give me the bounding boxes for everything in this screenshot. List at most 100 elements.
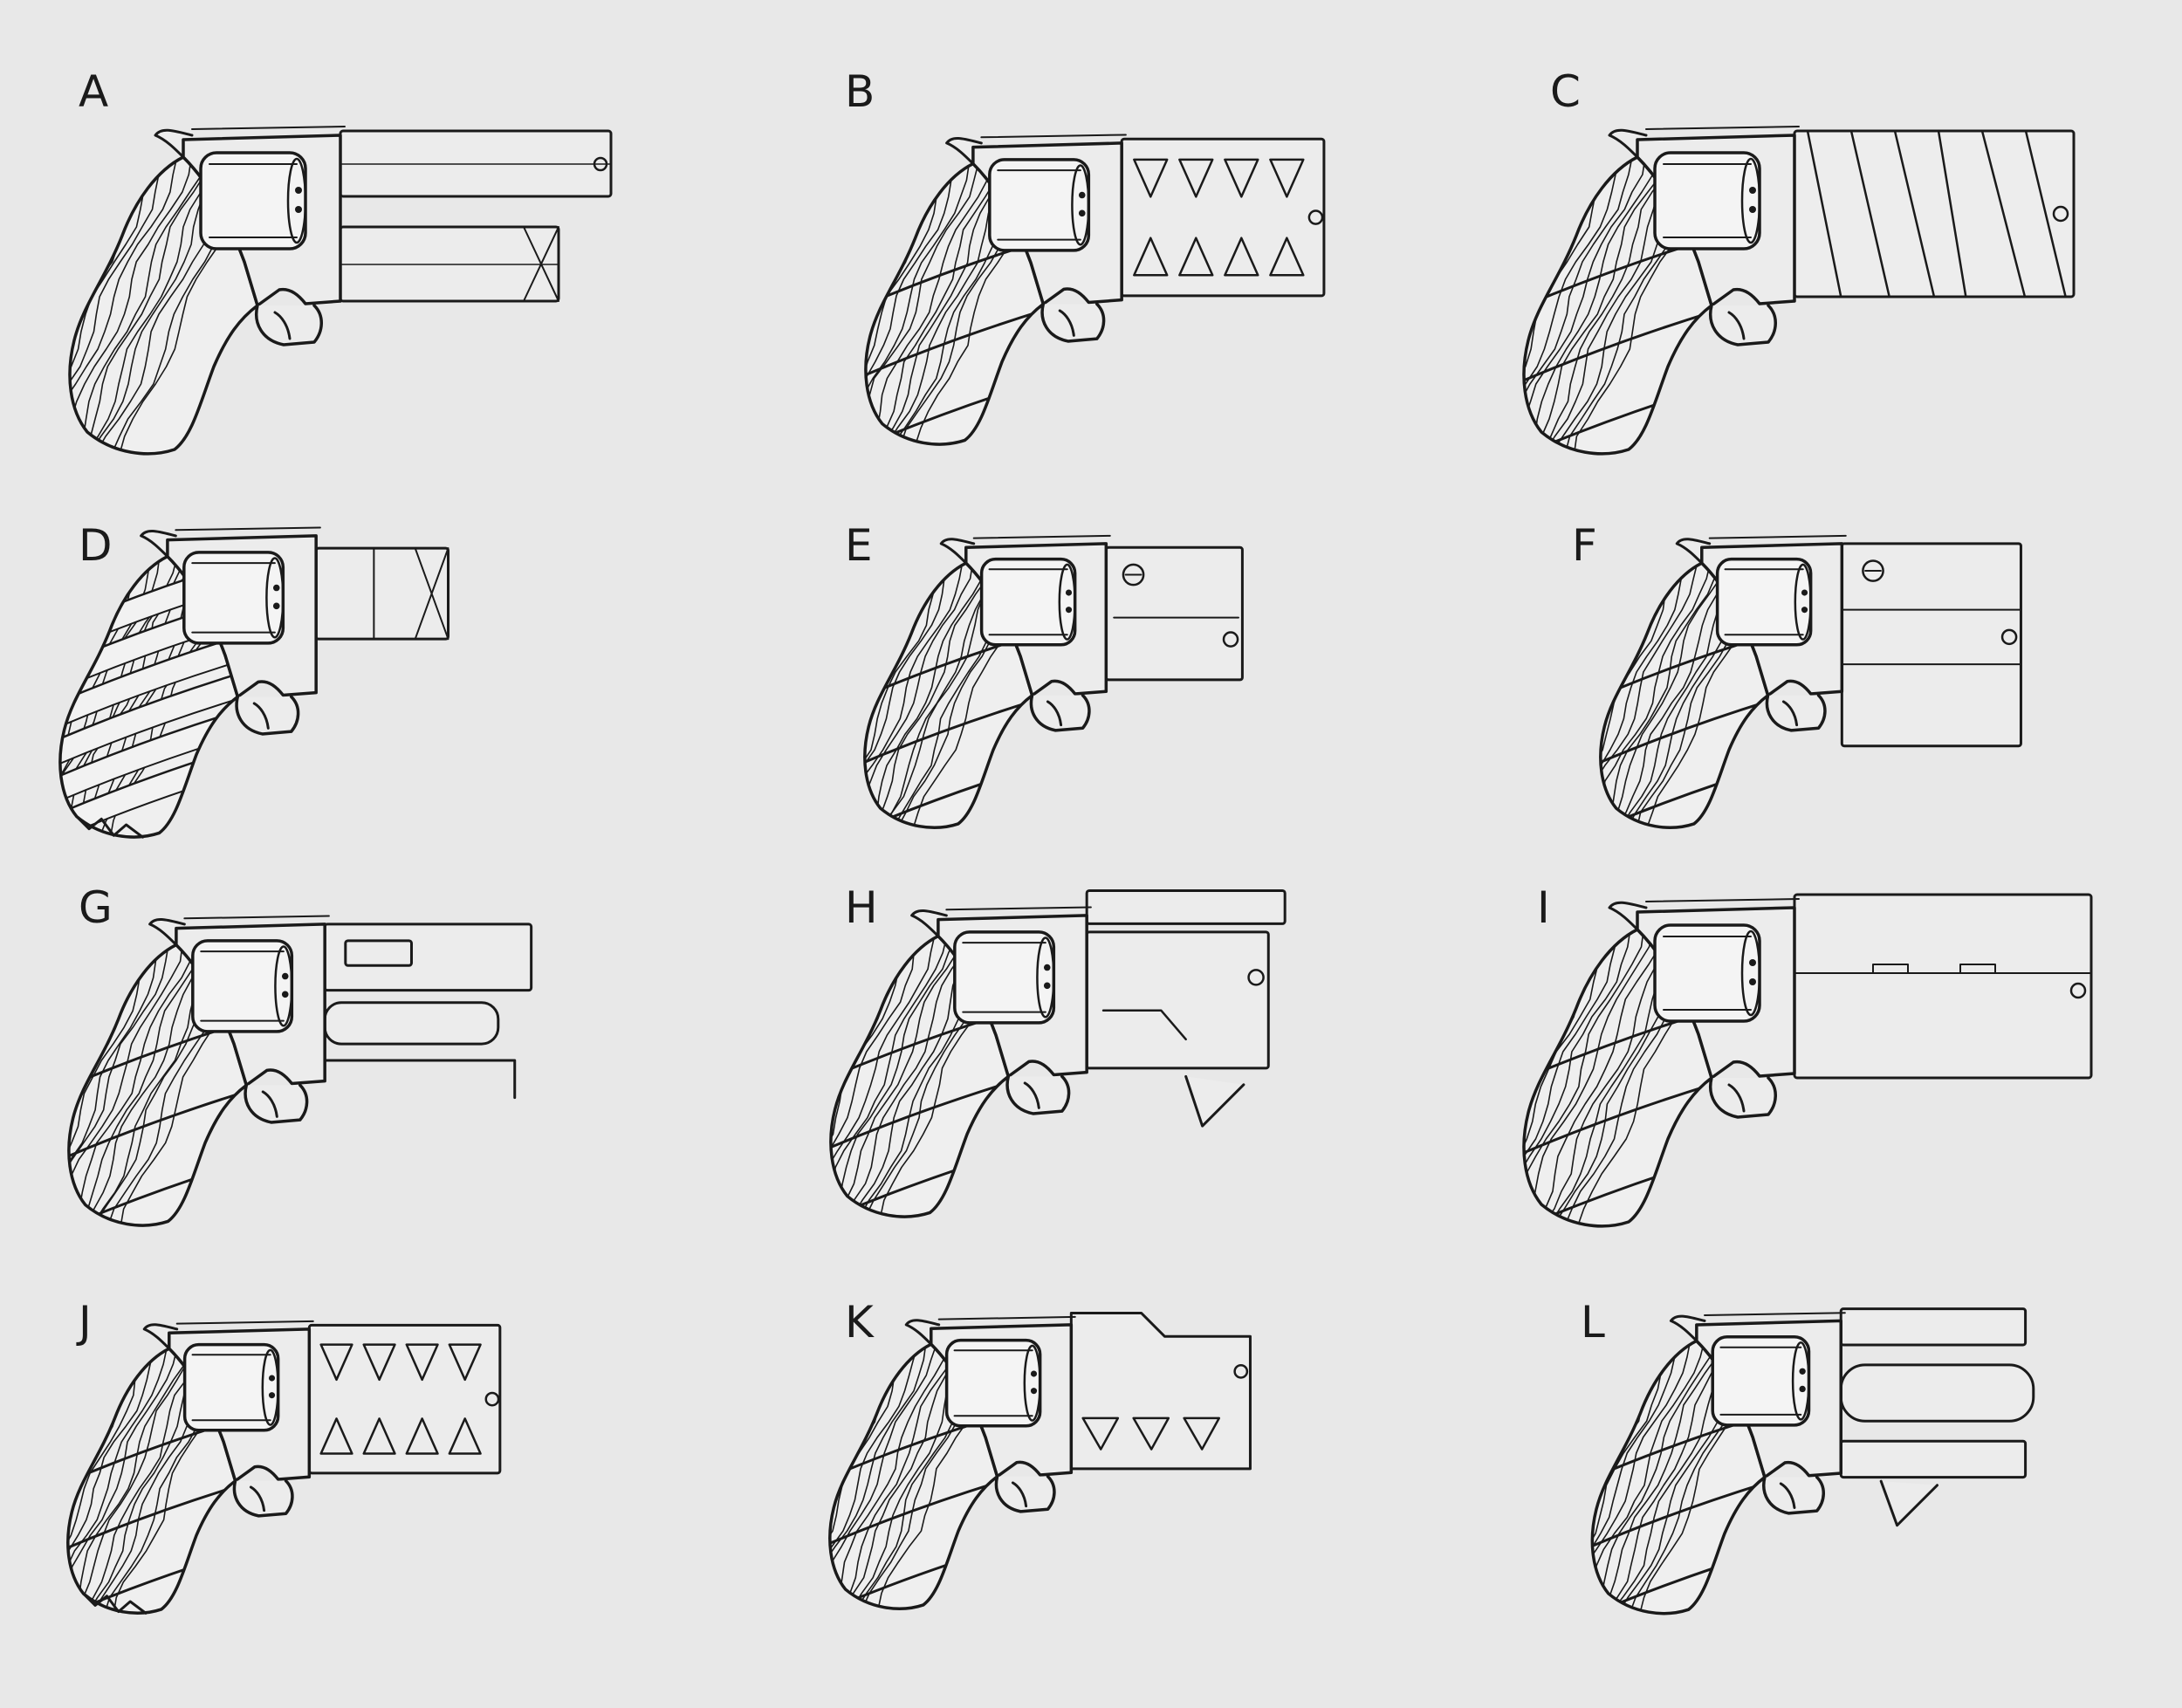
cylinder-chamber bbox=[1801, 607, 1808, 614]
cylinder bbox=[1655, 925, 1760, 1021]
barrel-tube bbox=[1841, 1365, 2034, 1421]
front-spur bbox=[1186, 1076, 1244, 1126]
panel-k: K bbox=[762, 1261, 1489, 1688]
frame bbox=[155, 127, 345, 345]
grain-line bbox=[744, 547, 877, 843]
muzzle bbox=[1235, 1365, 1247, 1377]
lattice-cutout bbox=[407, 1345, 438, 1380]
cylinder-face bbox=[288, 159, 305, 243]
grain-line bbox=[1483, 1325, 1616, 1629]
muzzle bbox=[2002, 630, 2016, 644]
frame-top bbox=[1705, 1313, 1845, 1315]
cylinder bbox=[982, 559, 1075, 645]
lattice-cutout bbox=[1179, 160, 1212, 197]
cylinder bbox=[201, 153, 305, 249]
revolver-drawing-h bbox=[814, 860, 1425, 1244]
barrel bbox=[1794, 131, 2074, 297]
trigger-guard bbox=[1007, 1076, 1068, 1114]
cylinder-face bbox=[1025, 1346, 1040, 1421]
trigger bbox=[1025, 1083, 1039, 1108]
frame bbox=[141, 527, 320, 733]
frame bbox=[947, 134, 1126, 340]
grain-line bbox=[814, 1328, 943, 1624]
cylinder bbox=[1712, 1337, 1808, 1425]
panel-label: F bbox=[1572, 520, 1597, 571]
barrel bbox=[1842, 544, 2021, 746]
trigger bbox=[1781, 1484, 1794, 1508]
panel-e: E bbox=[762, 471, 1489, 898]
revolver-drawing-i bbox=[1506, 860, 2152, 1244]
revolver-drawing-j bbox=[52, 1266, 628, 1650]
grain-line bbox=[0, 140, 93, 471]
cylinder-face bbox=[1742, 159, 1760, 243]
grain-line bbox=[799, 1328, 930, 1624]
cylinder-chamber bbox=[1799, 1368, 1806, 1375]
revolver-drawing-f bbox=[1585, 480, 2161, 864]
cylinder-face bbox=[1060, 565, 1075, 640]
grain-line bbox=[1582, 1325, 1718, 1629]
trigger bbox=[1729, 312, 1744, 339]
grain-line bbox=[0, 140, 66, 471]
wrap-band bbox=[59, 668, 238, 767]
rail-window bbox=[346, 941, 412, 965]
grain-line bbox=[842, 147, 980, 461]
grain-line bbox=[757, 547, 886, 843]
panel-label: D bbox=[79, 520, 113, 571]
cylinder-chamber bbox=[1065, 589, 1073, 596]
frame-top bbox=[1646, 127, 1799, 129]
cylinder-face bbox=[266, 558, 283, 637]
panel-label: L bbox=[1581, 1297, 1605, 1348]
lattice-cutout bbox=[321, 1418, 353, 1453]
barrel bbox=[325, 924, 531, 1098]
screw bbox=[1123, 565, 1143, 585]
grain-line bbox=[0, 1333, 87, 1629]
frame bbox=[912, 907, 1091, 1113]
trigger-guard bbox=[1767, 696, 1824, 731]
front-spur bbox=[1881, 1481, 1937, 1526]
grain-line bbox=[1567, 547, 1698, 843]
grain-line bbox=[859, 547, 991, 843]
top-rail bbox=[325, 924, 531, 991]
grain-line bbox=[0, 540, 58, 854]
lattice-cutout bbox=[1134, 238, 1167, 276]
grain-line bbox=[829, 147, 968, 461]
barrel bbox=[1087, 891, 1285, 1127]
grain-line bbox=[37, 1333, 166, 1629]
slab-barrel bbox=[1794, 895, 2091, 1078]
wrap-strip bbox=[1895, 131, 1934, 297]
cylinder-chamber bbox=[1799, 1385, 1806, 1393]
grain-line bbox=[0, 540, 66, 854]
revolver-drawing-l bbox=[1576, 1261, 2170, 1645]
muzzle bbox=[1224, 633, 1238, 647]
upper-rail bbox=[1841, 1309, 2025, 1345]
cylinder-face bbox=[275, 946, 292, 1025]
panel-label: K bbox=[845, 1297, 874, 1348]
lattice-cutout bbox=[364, 1418, 395, 1453]
frame-top bbox=[184, 916, 329, 918]
grain-line bbox=[0, 929, 65, 1242]
grain-line bbox=[820, 920, 960, 1233]
cylinder bbox=[193, 941, 292, 1032]
panel-label: B bbox=[845, 66, 875, 117]
frame-top bbox=[177, 1321, 313, 1324]
block-cutout bbox=[1103, 1011, 1186, 1039]
cylinder-chamber bbox=[1030, 1388, 1038, 1395]
trigger-guard bbox=[245, 1085, 306, 1122]
slab-notches bbox=[1873, 964, 1995, 973]
lattice-cutout bbox=[1225, 160, 1258, 197]
cylinder-chamber bbox=[1043, 982, 1051, 990]
grain-line bbox=[1489, 140, 1634, 471]
panel-d: D bbox=[35, 471, 762, 898]
cylinder-face bbox=[1742, 931, 1760, 1015]
barrel bbox=[309, 1325, 500, 1472]
lattice-cutout bbox=[449, 1345, 481, 1380]
trigger bbox=[254, 703, 268, 728]
grain-line bbox=[0, 140, 85, 471]
grain-line bbox=[0, 540, 75, 854]
cylinder-chamber bbox=[1801, 589, 1808, 596]
panel-b: B bbox=[762, 52, 1489, 479]
grain-line bbox=[1594, 547, 1726, 843]
revolver-drawing-k bbox=[814, 1261, 1390, 1645]
panel-a: A bbox=[35, 52, 762, 479]
grain-line bbox=[0, 1333, 78, 1629]
